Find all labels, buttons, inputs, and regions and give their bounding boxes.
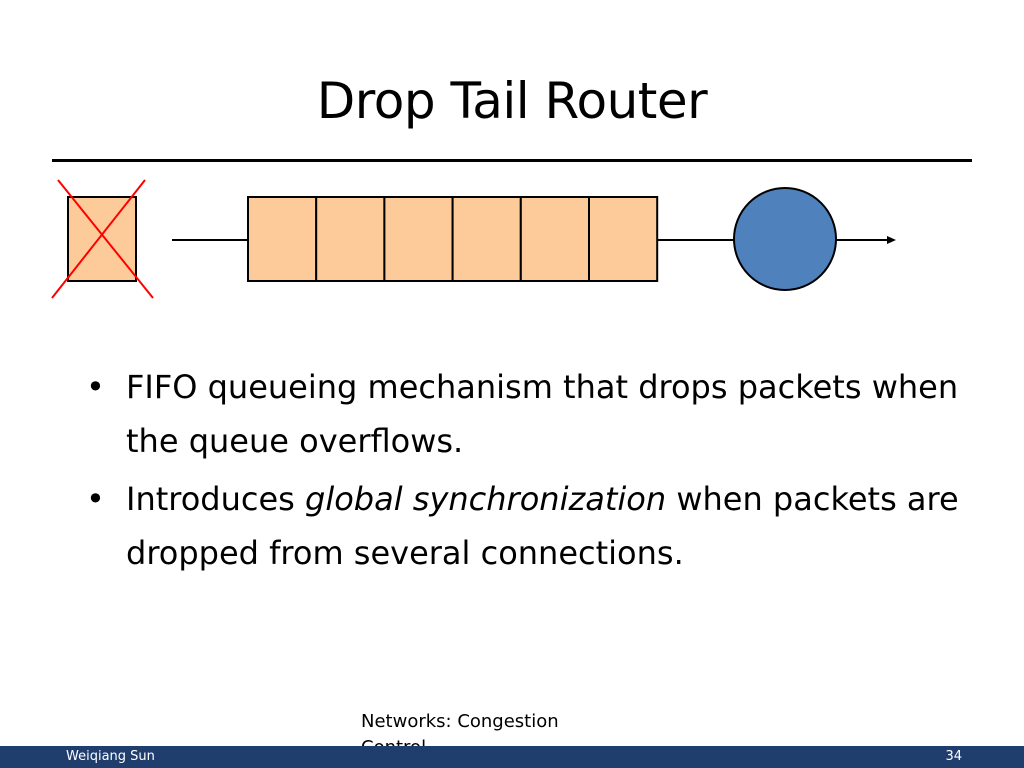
server-node — [733, 187, 837, 291]
queue-slot — [247, 196, 318, 282]
queue-slot — [315, 196, 386, 282]
footer-author: Weiqiang Sun — [66, 749, 155, 764]
drop-cross-line-2 — [51, 179, 146, 299]
queue-slot — [588, 196, 659, 282]
bullet-marker: • — [86, 480, 105, 518]
queue-slot — [451, 196, 522, 282]
dropped-packet — [51, 179, 154, 299]
dropped-packet-box — [67, 196, 137, 282]
bullet-marker: • — [86, 368, 105, 406]
queue — [247, 196, 659, 282]
bullet-text: when packets are dropped from several co… — [126, 480, 959, 572]
output-arrowhead — [887, 236, 896, 244]
bullet-text: FIFO queueing mechanism that drops packe… — [126, 368, 959, 460]
queue-slot — [519, 196, 590, 282]
bullet-list: • FIFO queueing mechanism that drops pack… — [86, 360, 986, 584]
bullet-emphasis: global synchronization — [305, 480, 667, 518]
bullet-text: Introduces — [126, 480, 306, 518]
footer-page-number: 34 — [945, 749, 962, 764]
footer-bar — [0, 746, 1024, 768]
drop-tail-diagram — [51, 179, 896, 299]
slide-title: Drop Tail Router — [316, 72, 708, 130]
bullet-item: • FIFO queueing mechanism that drops pack… — [86, 360, 986, 468]
bullet-item: • Introduces global synchronization when … — [86, 472, 986, 580]
queue-slot — [383, 196, 454, 282]
drop-cross-line-1 — [57, 179, 154, 299]
title-divider — [52, 159, 972, 162]
